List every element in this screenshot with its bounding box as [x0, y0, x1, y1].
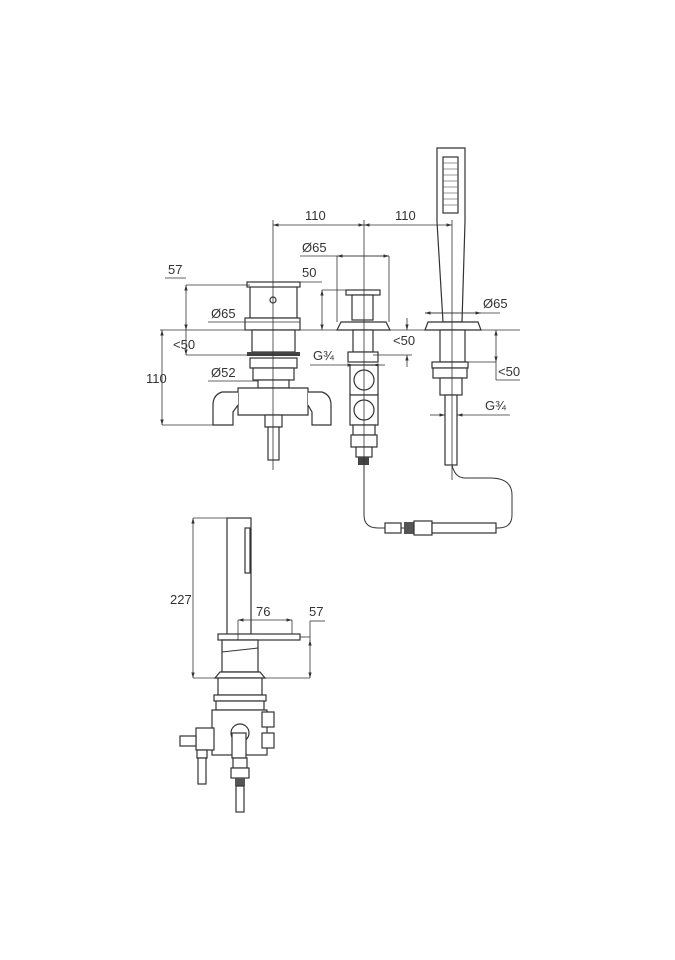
side-view-assembly — [179, 517, 301, 813]
dimensions-side — [191, 517, 325, 679]
dim-side-handle-height: 57 — [309, 604, 323, 619]
dim-diverter-height: 50 — [302, 265, 316, 280]
dim-spacing-left: 110 — [305, 208, 326, 223]
dim-side-handle-projection: 76 — [256, 604, 270, 619]
dim-side-total-height: 227 — [170, 592, 192, 607]
dimensions-top — [160, 223, 520, 426]
centre-lines — [272, 220, 453, 480]
dim-spacing-right: 110 — [395, 208, 416, 223]
diverter — [336, 289, 391, 465]
dim-mixer-thread-diameter: Ø52 — [211, 365, 236, 380]
dim-diverter-thread: G¾ — [313, 348, 334, 363]
dim-diverter-diameter: Ø65 — [302, 240, 327, 255]
hose-connector — [384, 520, 497, 536]
dim-mixer-flange-diameter: Ø65 — [211, 306, 236, 321]
dim-shower-flange-diameter: Ø65 — [483, 296, 508, 311]
shower-hose — [363, 464, 513, 529]
hand-shower — [424, 147, 482, 466]
dim-mixer-deck-thickness: <50 — [173, 337, 195, 352]
dim-shower-deck-thickness: <50 — [498, 364, 520, 379]
dim-shower-thread: G¾ — [485, 398, 506, 413]
dim-diverter-deck-thickness: <50 — [393, 333, 415, 348]
dim-mixer-handle-height: 57 — [168, 262, 182, 277]
dim-mixer-body-height: 110 — [146, 371, 167, 386]
